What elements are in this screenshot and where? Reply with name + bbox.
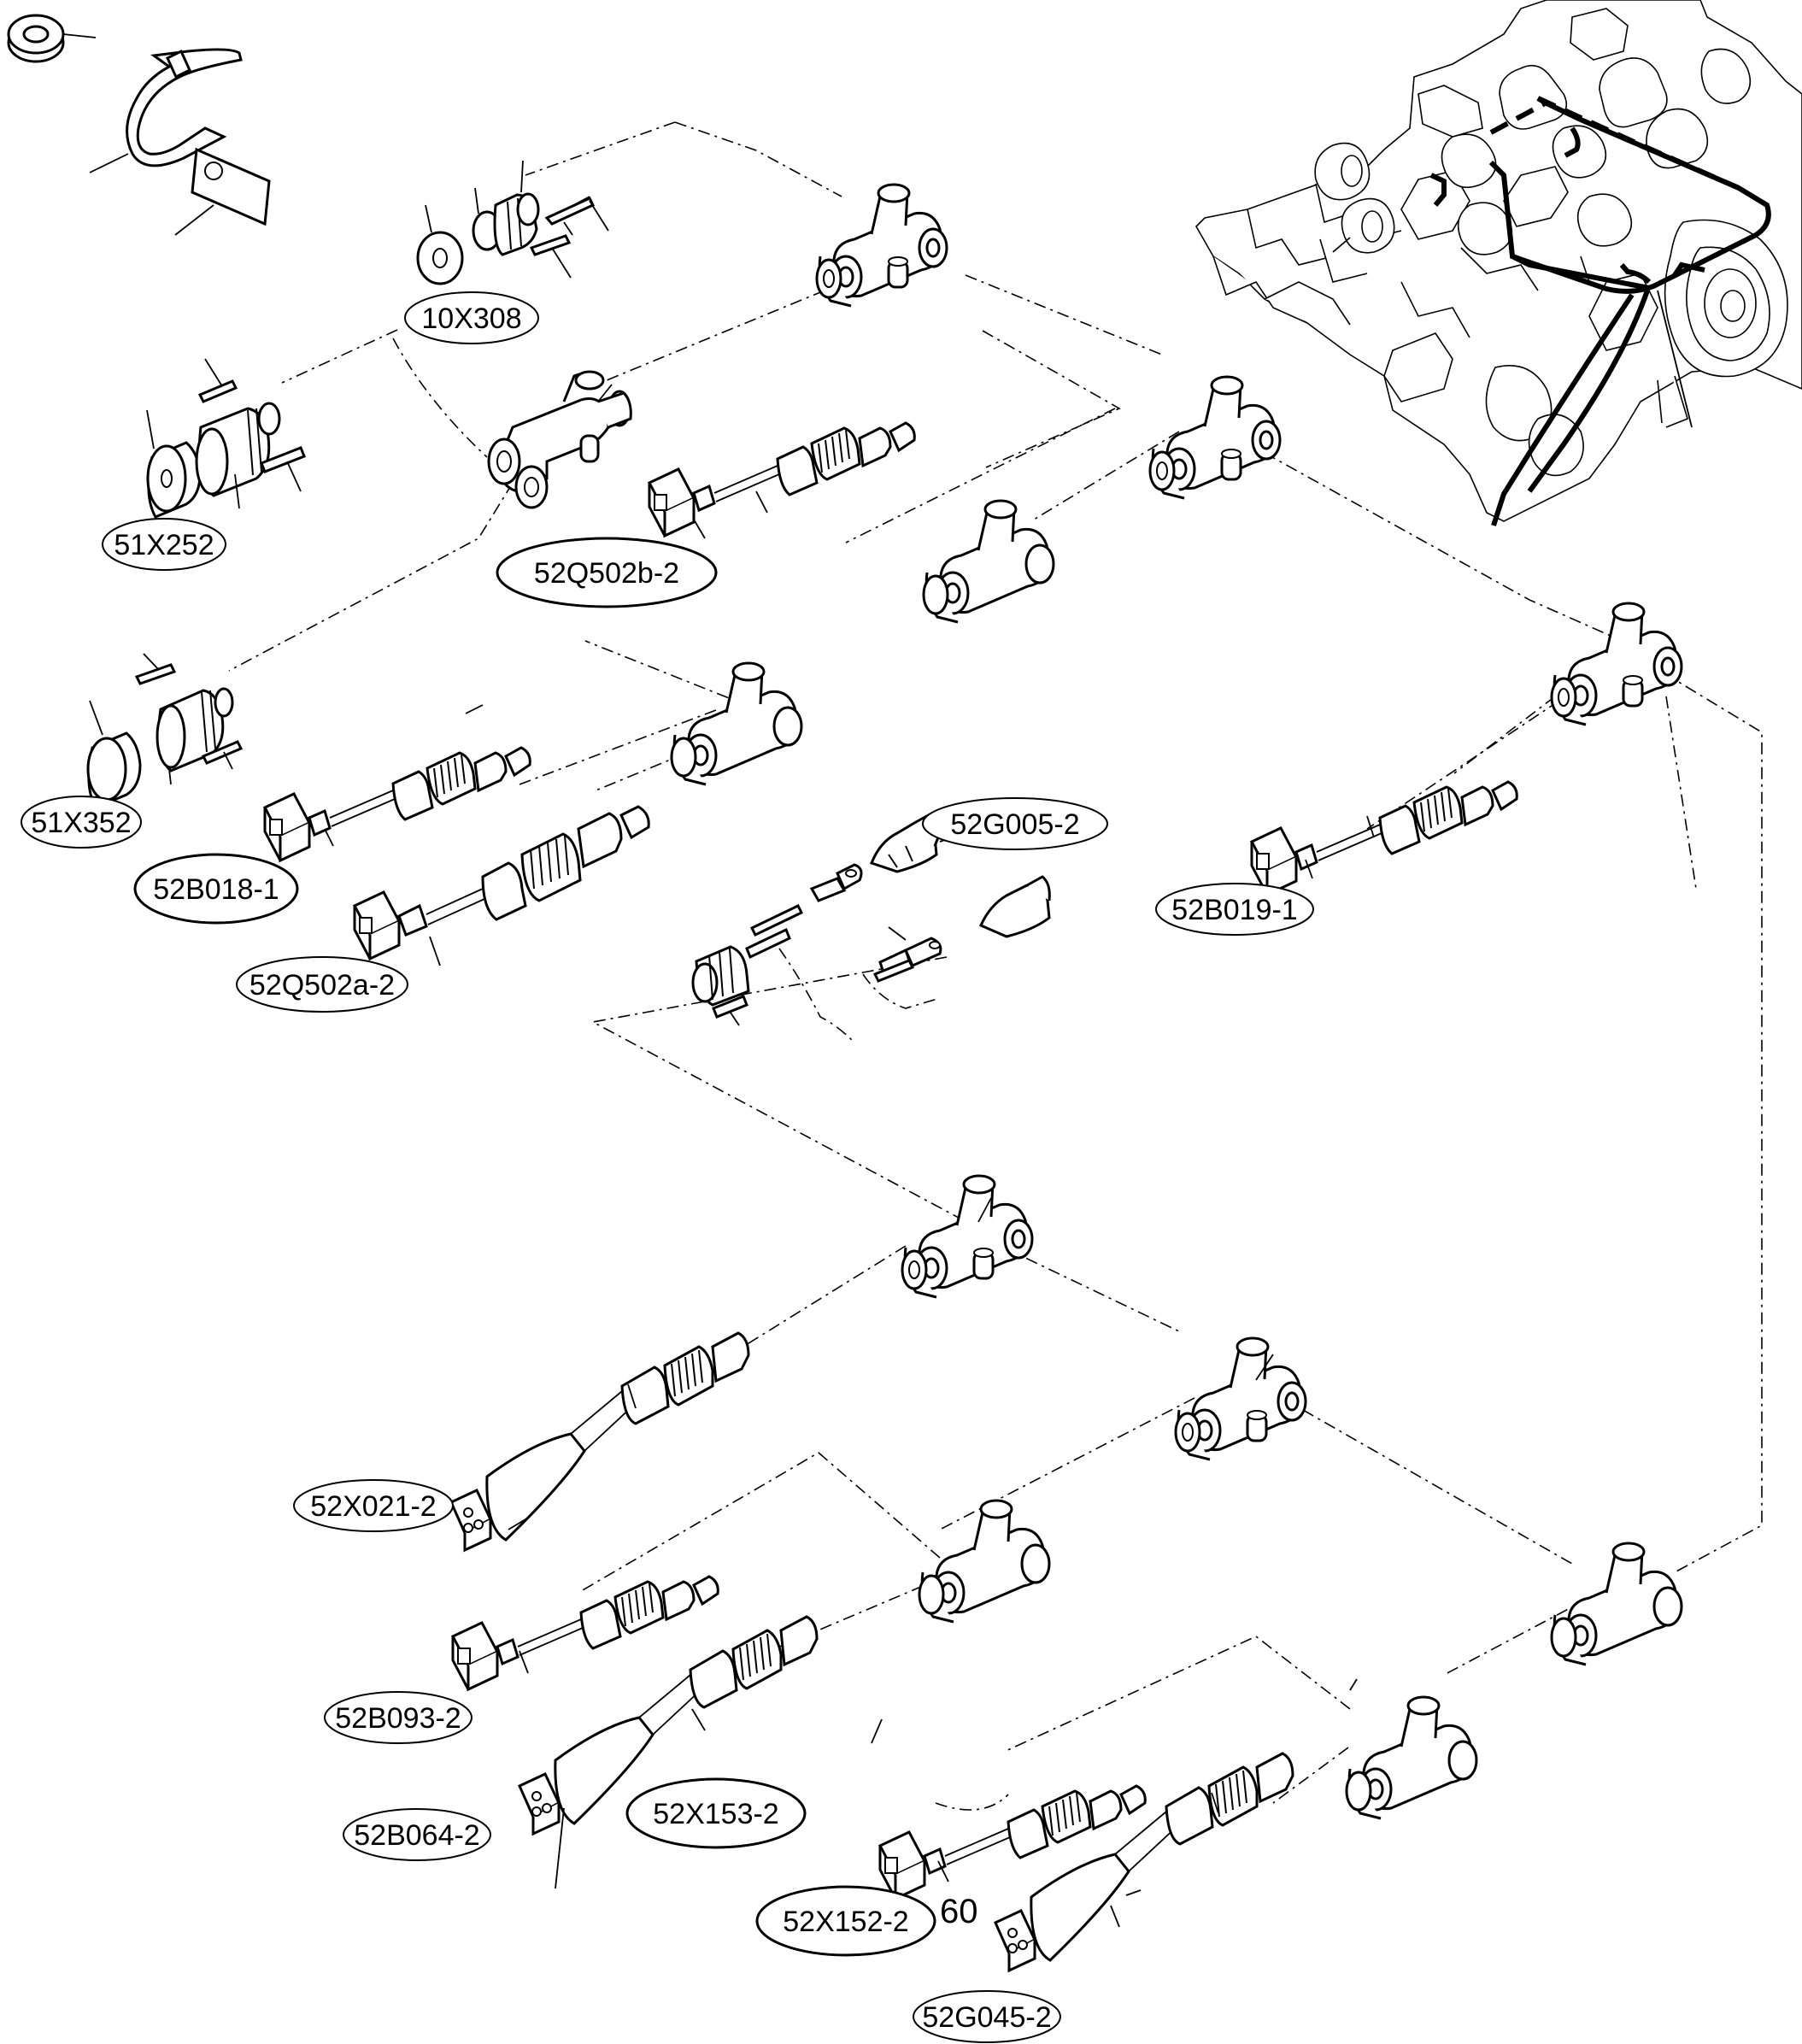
svg-text:52X153-2: 52X153-2 (653, 1798, 778, 1830)
svg-text:52B019-1: 52B019-1 (1171, 894, 1297, 926)
svg-text:52G005-2: 52G005-2 (950, 808, 1079, 841)
connector-icon (263, 746, 531, 862)
t-junction-icon (922, 499, 1055, 624)
part-label-51x252: 51X252 (102, 518, 226, 571)
t-junction-icon (1174, 1336, 1307, 1461)
part-label-52q502b: 52Q502b-2 (496, 537, 718, 608)
t-junction-icon (1550, 1542, 1683, 1666)
svg-text:52G045-2: 52G045-2 (922, 2001, 1051, 2034)
reference-number-60: 60 (940, 1893, 978, 1930)
part-label-52b018: 52B018-1 (133, 853, 299, 925)
svg-text:52Q502b-2: 52Q502b-2 (534, 557, 679, 590)
part-label-52x021: 52X021-2 (293, 1479, 454, 1532)
engine-illustration (1195, 0, 1802, 526)
svg-text:52X152-2: 52X152-2 (783, 1906, 908, 1938)
leader-lines (977, 237, 1358, 1691)
cable-tie-icon (89, 48, 243, 173)
connector-icon (994, 1752, 1294, 1972)
part-label-10x308: 10X308 (404, 291, 539, 344)
connector-icon (1250, 780, 1518, 896)
grommet-icon (7, 14, 97, 63)
connector-icon (449, 1331, 750, 1552)
svg-text:10X308: 10X308 (421, 302, 521, 335)
svg-text:52Q502a-2: 52Q502a-2 (249, 969, 395, 1001)
part-label-52x152: 52X152-2 (755, 1885, 936, 1957)
t-junction-icon (670, 661, 803, 786)
svg-text:51X252: 51X252 (114, 529, 214, 561)
t-junction-icon (1345, 1695, 1478, 1820)
svg-text:52B064-2: 52B064-2 (354, 1819, 479, 1852)
connector-10x308-parts (416, 160, 609, 285)
part-label-52g005: 52G005-2 (922, 797, 1108, 850)
label-plate-icon (174, 147, 271, 236)
leader-lines (324, 490, 1375, 1928)
part-label-52b019: 52B019-1 (1155, 883, 1314, 936)
t-junction-icon (815, 183, 948, 308)
connector-icon (352, 805, 650, 966)
part-label-52b093: 52B093-2 (324, 1691, 473, 1744)
svg-text:52B093-2: 52B093-2 (335, 1702, 461, 1735)
svg-text:51X352: 51X352 (31, 807, 131, 839)
svg-text:52B018-1: 52B018-1 (153, 873, 279, 906)
t-junction-icon (918, 1499, 1051, 1624)
t-junction-icon (901, 1174, 1034, 1299)
connector-icon (648, 421, 916, 537)
part-label-52q502a: 52Q502a-2 (236, 956, 408, 1013)
part-label-52x153: 52X153-2 (625, 1777, 807, 1849)
svg-text:52X021-2: 52X021-2 (310, 1490, 436, 1523)
connector-icon (451, 1575, 719, 1691)
part-label-52b064: 52B064-2 (343, 1808, 491, 1861)
connector-51x252-parts (146, 358, 306, 519)
y-junction-52q502b (487, 370, 632, 509)
connector-51x352-parts (86, 653, 244, 809)
part-label-52g045: 52G045-2 (913, 1990, 1061, 2043)
t-junction-icon (1550, 602, 1683, 726)
part-label-51x352: 51X352 (21, 796, 142, 849)
